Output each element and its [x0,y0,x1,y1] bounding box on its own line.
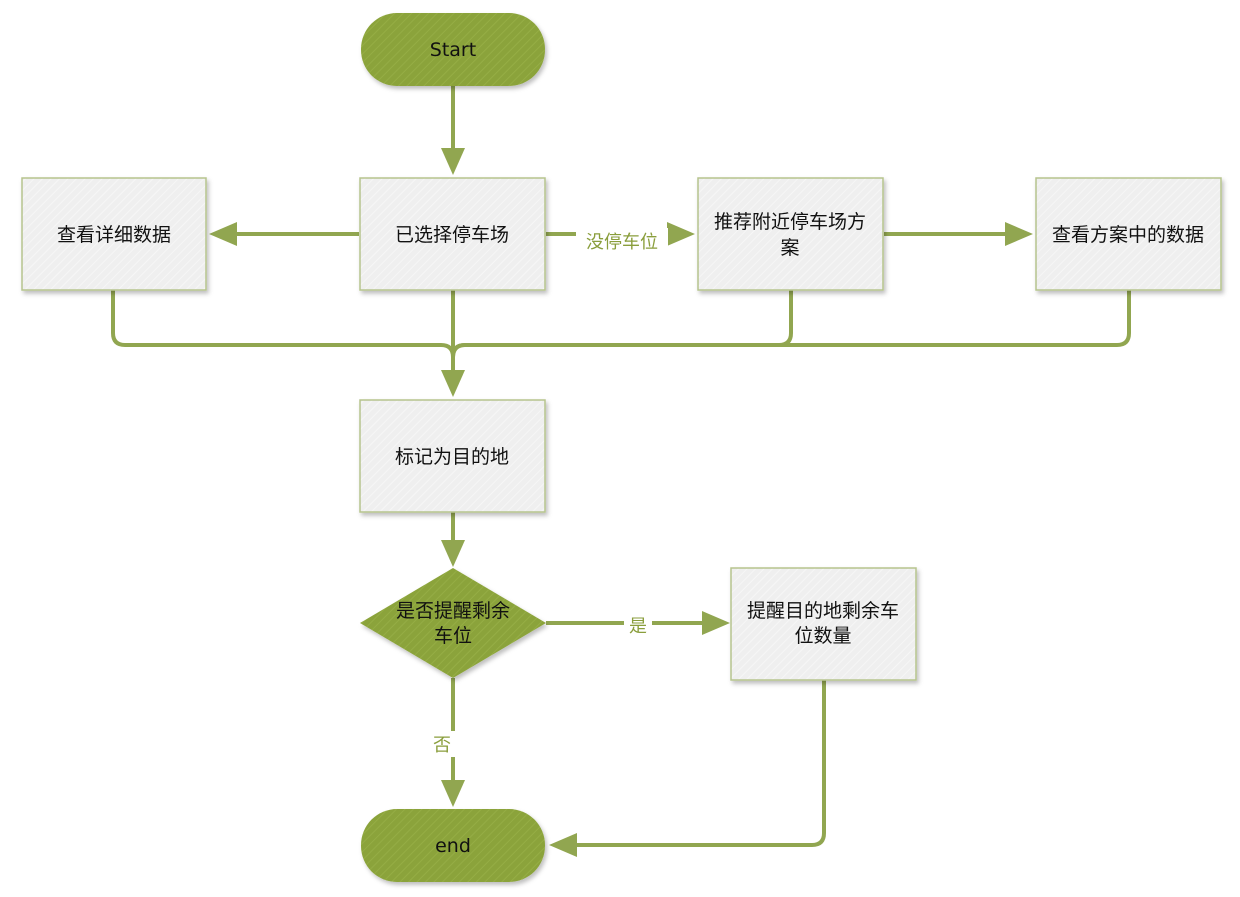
process-view-plan-data [1035,177,1222,291]
arrowhead-down-icon [441,780,465,807]
edge-details-to-merge [111,290,455,358]
process-mark-destination [359,399,546,513]
decision-remind-label-line1: 是否提醒剩余 [396,600,510,622]
process-mark-destination-label: 标记为目的地 [395,446,509,468]
process-remind-remaining-label-line1: 提醒目的地剩余车 [747,600,899,622]
start-terminal [361,13,545,86]
edge-plan-data-to-merge [451,290,1131,358]
start-label: Start [430,39,476,61]
arrowhead-down-icon [441,540,465,567]
process-recommend [697,177,884,291]
arrowhead-down-icon [441,370,465,397]
end-terminal [361,809,545,882]
process-selected-lot [359,177,546,291]
arrowhead-right-icon [1005,222,1033,246]
arrowhead-down-icon [441,148,465,175]
process-view-plan-data-label: 查看方案中的数据 [1052,224,1204,246]
arrowhead-right-icon [702,611,730,635]
process-remind-remaining [730,567,917,681]
arrowhead-right-icon [667,222,695,246]
process-selected-lot-label: 已选择停车场 [395,224,509,246]
edge-label-no: 否 [433,735,451,756]
decision-remind-label-line2: 车位 [434,625,472,647]
process-recommend-label-line2: 案 [780,237,799,259]
process-view-details-label: 查看详细数据 [57,224,171,246]
decision-remind [360,568,546,678]
edge-remind-to-end [576,680,826,847]
process-remind-remaining-label-line2: 位数量 [794,625,851,647]
edge-label-yes: 是 [629,616,647,637]
end-label: end [435,835,471,857]
connectors [111,86,1131,847]
arrowhead-left-icon [209,222,237,246]
process-recommend-label-line1: 推荐附近停车场方 [714,211,866,233]
arrowhead-left-icon [549,833,577,857]
edge-label-no-space: 没停车位 [586,232,658,253]
arrowheads [209,148,1033,857]
process-view-details [21,177,207,291]
